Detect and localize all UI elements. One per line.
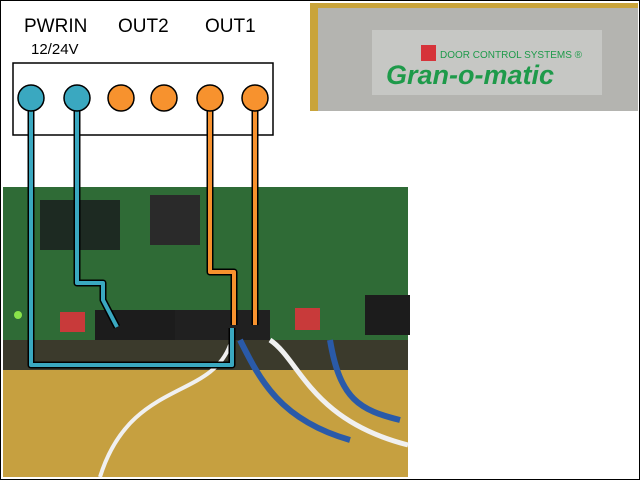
label-pwrin: PWRIN [24, 16, 87, 37]
label-out1: OUT1 [205, 16, 256, 37]
terminal-box [12, 62, 274, 136]
wire-power-1 [29, 98, 234, 367]
terminal-out1-2 [241, 84, 269, 112]
logo-brand: Gran-o-matic [386, 60, 554, 90]
logo-tagline: DOOR CONTROL SYSTEMS ® [440, 50, 583, 61]
label-out2: OUT2 [118, 16, 169, 37]
wires [27, 98, 259, 369]
wire-power-2 [75, 98, 119, 328]
terminal-pwrin-2 [63, 84, 91, 112]
label-voltage: 12/24V [31, 41, 79, 58]
terminal-out2-1 [107, 84, 135, 112]
wire-out1-1 [208, 98, 236, 325]
opener-photo: DOOR CONTROL SYSTEMS ® Gran-o-matic [310, 3, 638, 111]
terminal-out1-1 [196, 84, 224, 112]
terminal-out2-2 [150, 84, 178, 112]
terminal-pwrin-1 [17, 84, 45, 112]
logo-mark-icon [421, 45, 436, 61]
terminals [17, 84, 269, 112]
